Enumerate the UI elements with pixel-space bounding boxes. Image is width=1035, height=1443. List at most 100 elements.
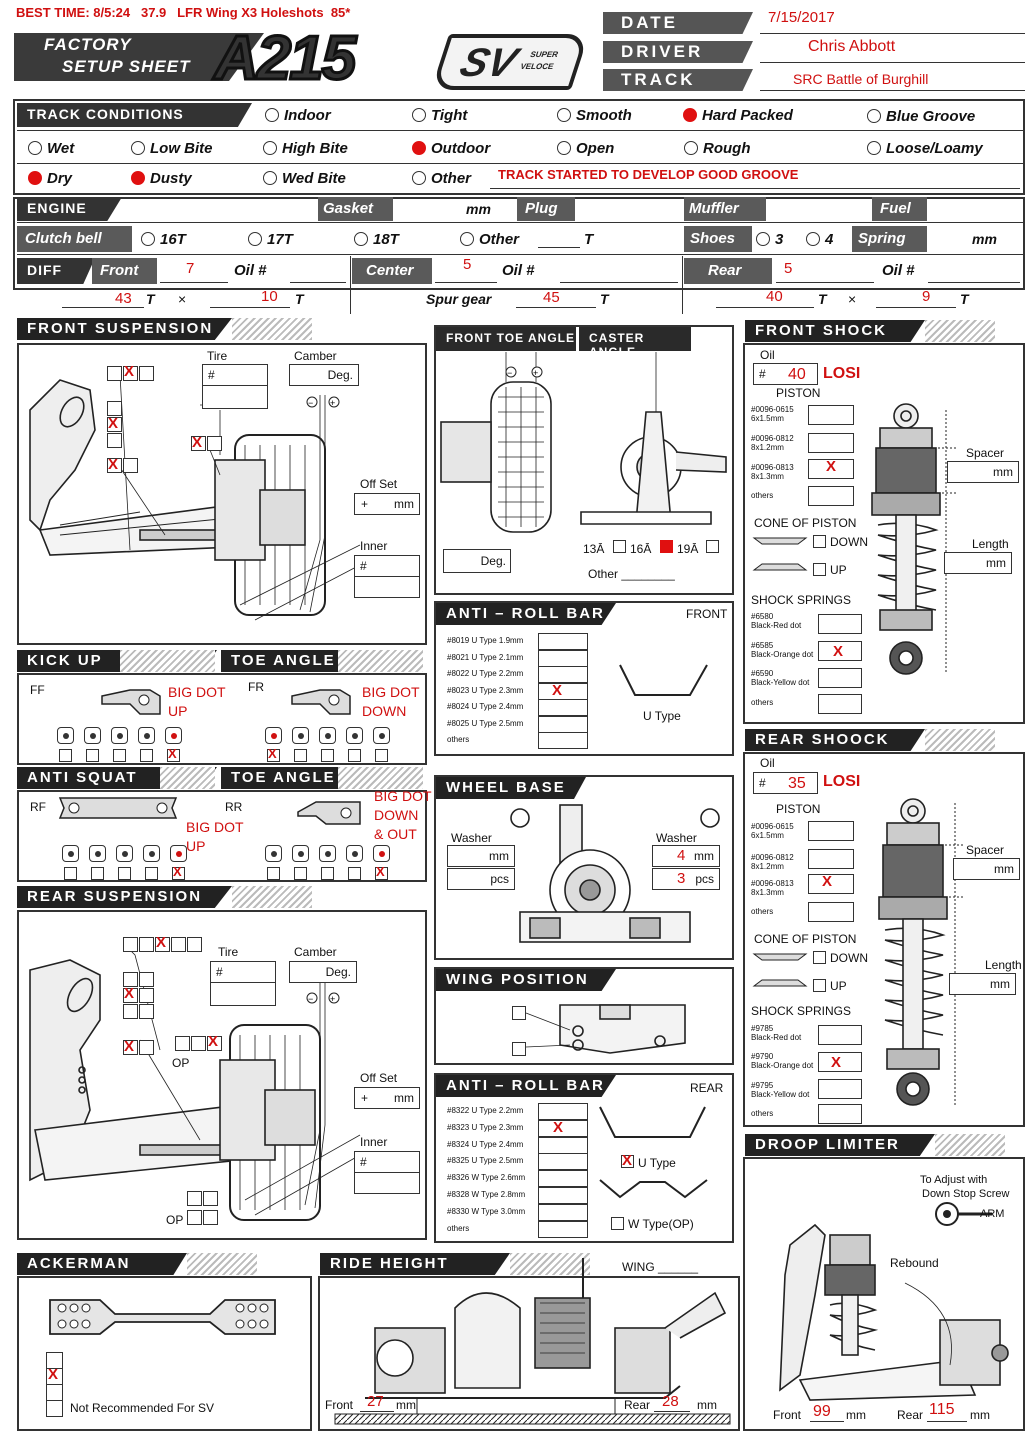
rear-cone-down[interactable] — [813, 951, 826, 964]
cond-smooth[interactable]: Smooth — [557, 107, 632, 124]
cond-low-bite[interactable]: Low Bite — [131, 140, 213, 157]
anti-squat-check[interactable] — [64, 867, 77, 880]
toe-front-check[interactable] — [375, 749, 388, 762]
shoes-3[interactable]: 3 — [756, 231, 783, 248]
rear-cone-up[interactable] — [813, 979, 826, 992]
toe-rear-check[interactable] — [267, 867, 280, 880]
front-cone-down[interactable] — [813, 535, 826, 548]
cond-tight[interactable]: Tight — [412, 107, 467, 124]
front-arb-item-box[interactable] — [538, 732, 588, 749]
cond-dry[interactable]: Dry — [28, 170, 72, 187]
cond-dusty[interactable]: Dusty — [131, 170, 192, 187]
front-arb-item-box[interactable] — [538, 633, 588, 650]
ackerman-selection-x: X — [48, 1366, 59, 1383]
kick-up-check[interactable] — [59, 749, 72, 762]
shoes-4[interactable]: 4 — [806, 231, 833, 248]
front-length-field[interactable]: mm — [944, 552, 1012, 574]
cond-other[interactable]: Other — [412, 170, 471, 187]
front-piston-1[interactable] — [808, 405, 854, 425]
rear-offset-field[interactable]: +mm — [354, 1087, 420, 1109]
front-piston-3[interactable] — [808, 459, 854, 479]
caster-13[interactable] — [613, 540, 626, 553]
wing-pos-upper[interactable] — [512, 1006, 526, 1020]
cond-rough[interactable]: Rough — [684, 140, 750, 157]
kick-up-check[interactable] — [167, 749, 180, 762]
front-arb-item-box[interactable] — [538, 666, 588, 683]
front-arb-item-box[interactable] — [538, 715, 588, 733]
clutch-17t[interactable]: 17T — [248, 231, 293, 248]
rear-camber-field[interactable]: Deg. — [289, 961, 357, 983]
front-inner-field[interactable]: # — [354, 555, 420, 577]
rear-arb-item-box[interactable] — [538, 1136, 588, 1154]
rear-length-field[interactable]: mm — [949, 973, 1016, 995]
cond-wet[interactable]: Wet — [28, 140, 74, 157]
cond-open[interactable]: Open — [557, 140, 614, 157]
wb-left-mm[interactable]: mm — [447, 845, 515, 867]
anti-squat-check[interactable] — [91, 867, 104, 880]
rear-spring-2[interactable] — [818, 1052, 862, 1072]
front-arb-item-box[interactable] — [538, 699, 588, 716]
front-cone-up[interactable] — [813, 563, 826, 576]
clutch-16t[interactable]: 16T — [141, 231, 186, 248]
wb-left-pcs[interactable]: pcs — [447, 868, 515, 890]
wing-pos-lower[interactable] — [512, 1042, 526, 1056]
front-arb-item-box[interactable] — [538, 682, 588, 700]
rear-arb-item-box[interactable] — [538, 1170, 588, 1188]
toe-rear-check[interactable] — [321, 867, 334, 880]
caster-16[interactable] — [660, 540, 673, 553]
caster-19[interactable] — [706, 540, 719, 553]
rear-piston-1[interactable] — [808, 821, 854, 841]
cond-blue-groove[interactable]: Blue Groove — [867, 108, 975, 125]
anti-squat-check[interactable] — [145, 867, 158, 880]
rear-spacer-field[interactable]: mm — [953, 858, 1020, 880]
toe-front-check[interactable] — [267, 749, 280, 762]
toe-front-check[interactable] — [321, 749, 334, 762]
front-spring-3[interactable] — [818, 668, 862, 688]
rear-arb-item-box[interactable] — [538, 1187, 588, 1204]
toe-angle-field[interactable]: Deg. — [443, 549, 511, 573]
rear-piston-2[interactable] — [808, 849, 854, 869]
front-tire-field[interactable]: # — [202, 364, 268, 386]
cond-wed-bite[interactable]: Wed Bite — [263, 170, 346, 187]
front-offset-field[interactable]: +mm — [354, 493, 420, 515]
kick-up-check[interactable] — [140, 749, 153, 762]
arb-wtype-check[interactable] — [611, 1217, 624, 1230]
front-arb-item-box[interactable] — [538, 649, 588, 667]
rear-arb-item-box[interactable] — [538, 1203, 588, 1221]
cond-loose-loamy[interactable]: Loose/Loamy — [867, 140, 983, 157]
rear-arb-item-box[interactable] — [538, 1103, 588, 1120]
toe-rear-check[interactable] — [294, 867, 307, 880]
front-camber-field[interactable]: Deg. — [289, 364, 359, 386]
rear-piston-3[interactable] — [808, 874, 854, 894]
rear-arb-item-box[interactable] — [538, 1119, 588, 1137]
toe-front-check[interactable] — [294, 749, 307, 762]
front-spring-2[interactable] — [818, 641, 862, 661]
anti-squat-check[interactable] — [118, 867, 131, 880]
cond-indoor[interactable]: Indoor — [265, 107, 331, 124]
rear-shock-oil-field[interactable]: #35 — [753, 772, 818, 794]
anti-squat-check[interactable] — [172, 867, 185, 880]
toe-rear-check[interactable] — [375, 867, 388, 880]
cond-high-bite[interactable]: High Bite — [263, 140, 348, 157]
front-shock-oil-field[interactable]: #40 — [753, 363, 818, 385]
front-spacer-field[interactable]: mm — [947, 461, 1019, 483]
cond-outdoor[interactable]: Outdoor — [412, 140, 490, 157]
toe-front-check[interactable] — [348, 749, 361, 762]
front-spring-1[interactable] — [818, 614, 862, 634]
cond-hard-packed[interactable]: Hard Packed — [683, 107, 793, 124]
rear-arb-item-box[interactable] — [538, 1153, 588, 1171]
kick-up-check[interactable] — [86, 749, 99, 762]
rear-spring-1[interactable] — [818, 1025, 862, 1045]
rear-tire-field[interactable]: # — [210, 961, 276, 983]
clutch-other[interactable]: Other — [460, 231, 519, 248]
toe-rear-check[interactable] — [348, 867, 361, 880]
kick-up-check[interactable] — [113, 749, 126, 762]
clutch-18t[interactable]: 18T — [354, 231, 399, 248]
rear-inner-field[interactable]: # — [354, 1151, 420, 1173]
rear-spring-3[interactable] — [818, 1079, 862, 1099]
front-piston-2[interactable] — [808, 433, 854, 453]
arb-utype-check[interactable] — [621, 1155, 634, 1168]
rear-arb-item-box[interactable] — [538, 1220, 588, 1238]
